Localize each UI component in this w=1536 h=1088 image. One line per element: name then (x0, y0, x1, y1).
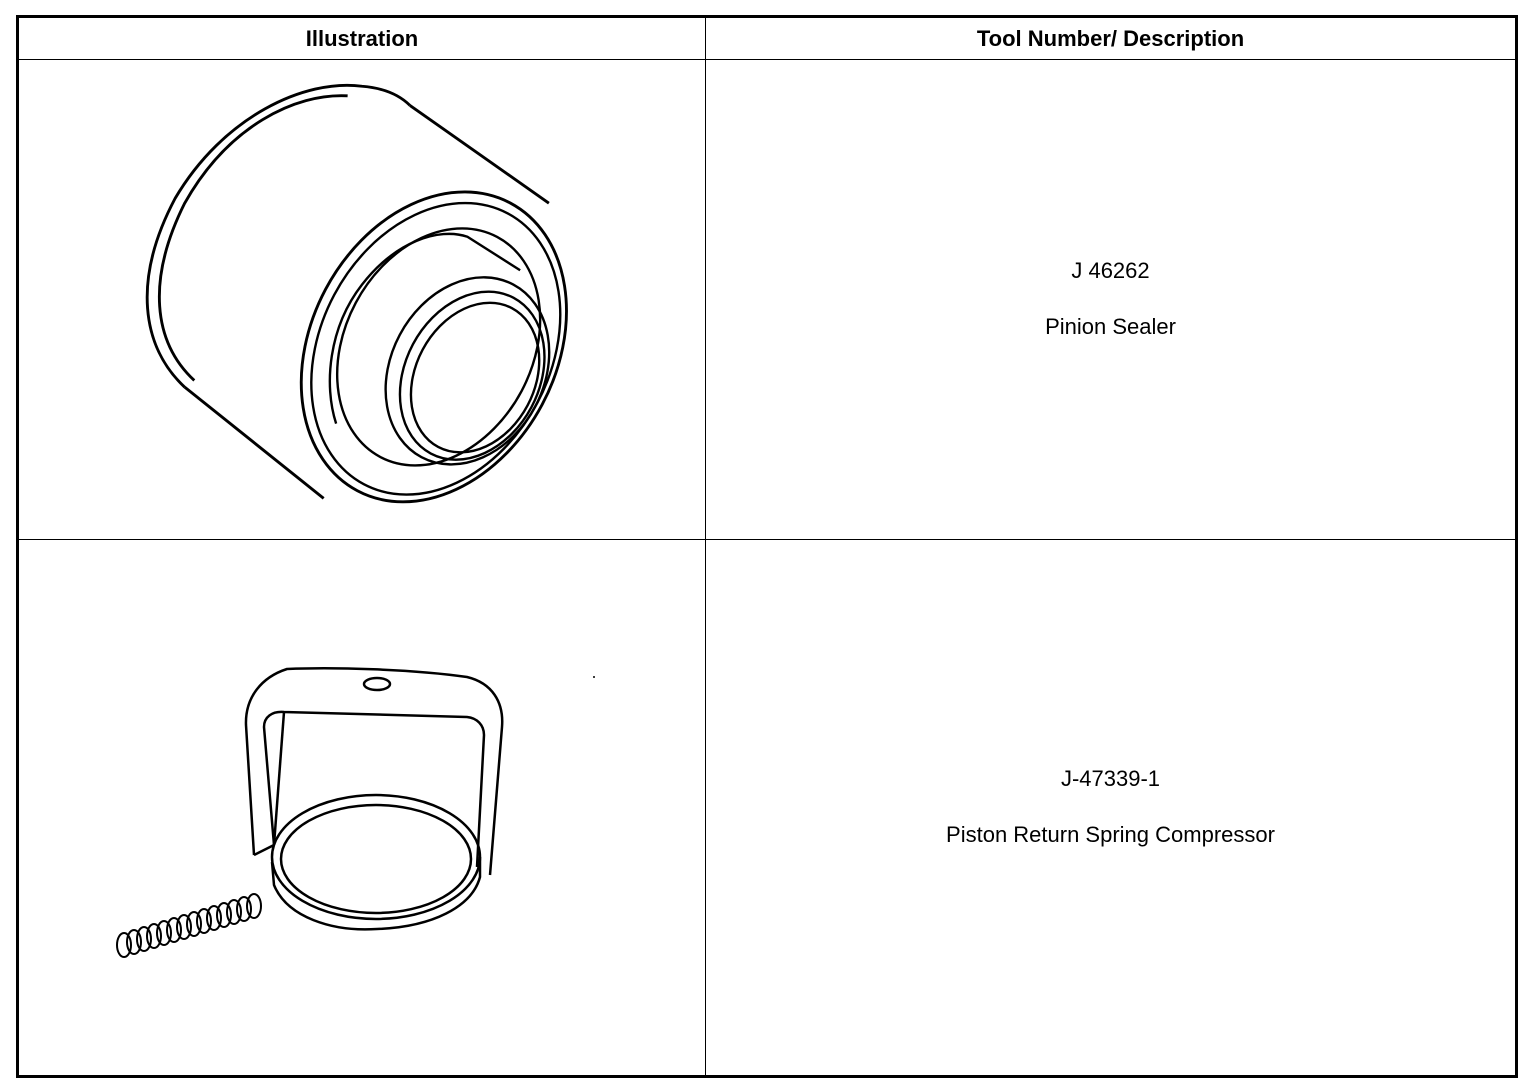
header-tool-number-description: Tool Number/ Description (705, 16, 1517, 60)
description-cell: J 46262 Pinion Sealer (705, 59, 1517, 540)
header-row: Illustration Tool Number/ Description (17, 16, 1517, 60)
illustration-cell (17, 538, 706, 1078)
tool-number: J 46262 (1071, 258, 1150, 284)
description-cell: J-47339-1 Piston Return Spring Compresso… (705, 538, 1517, 1078)
tool-description: Piston Return Spring Compressor (946, 822, 1275, 848)
pinion-sealer-drawing-icon (145, 84, 568, 504)
tool-table: Illustration Tool Number/ Description (16, 15, 1518, 1078)
tool-number: J-47339-1 (1060, 766, 1161, 792)
table-row: J 46262 Pinion Sealer (17, 59, 1517, 540)
table-row: J-47339-1 Piston Return Spring Compresso… (17, 538, 1517, 1078)
spring-compressor-drawing-icon (116, 667, 595, 959)
header-illustration: Illustration (17, 16, 706, 60)
tool-description: Pinion Sealer (1045, 314, 1176, 340)
illustration-cell (17, 59, 706, 540)
